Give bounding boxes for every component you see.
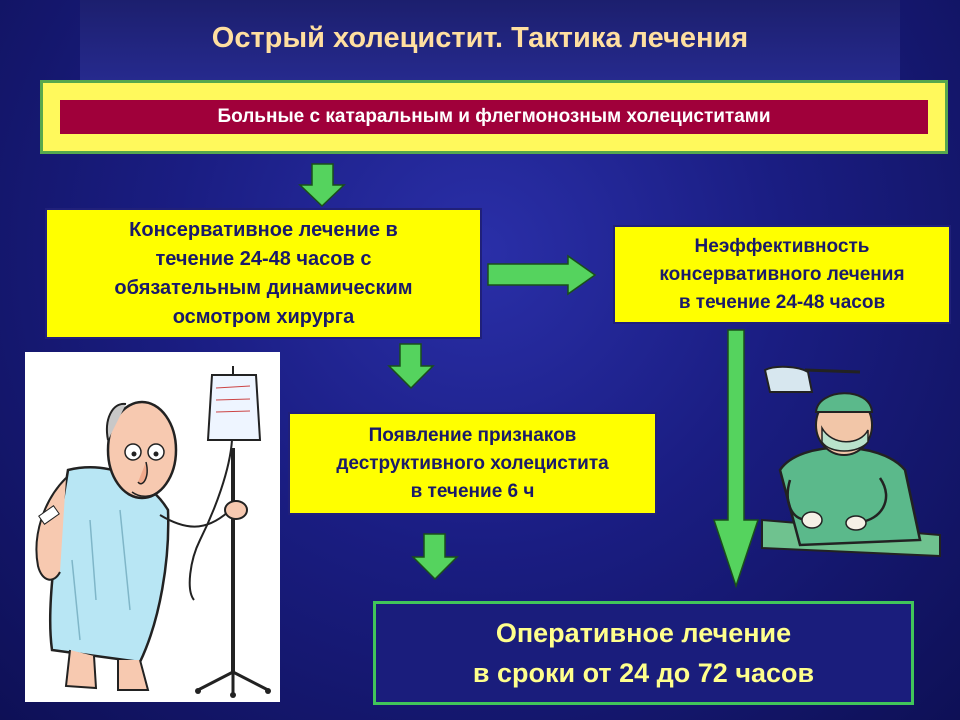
result-line-2: в сроки от 24 до 72 часов bbox=[472, 658, 815, 688]
conservative-line-3: обязательным динамическим bbox=[114, 276, 413, 299]
patient-with-iv-drip-illustration bbox=[25, 352, 280, 702]
destructive-signs-box: Появление признаков деструктивного холец… bbox=[288, 412, 657, 515]
conservative-line-1: Консервативное лечение в bbox=[129, 218, 398, 241]
patients-label: Больные с катаральным и флегмонозным хол… bbox=[58, 98, 930, 136]
arrow-right bbox=[487, 254, 597, 296]
ineffective-line-3: в течение 24-48 часов bbox=[678, 291, 886, 313]
title-band bbox=[80, 0, 900, 82]
patients-box: Больные с катаральным и флегмонозным хол… bbox=[40, 80, 948, 154]
ineffective-treatment-box: Неэффективность консервативного лечения … bbox=[613, 225, 951, 324]
arrow-down-2 bbox=[387, 343, 435, 390]
surgical-treatment-box: Оперативное лечение в сроки от 24 до 72 … bbox=[373, 601, 914, 705]
conservative-treatment-box: Консервативное лечение в течение 24-48 ч… bbox=[45, 208, 482, 339]
ineffective-line-1: Неэффективность bbox=[694, 235, 870, 257]
conservative-line-2: течение 24-48 часов с bbox=[155, 247, 372, 270]
destructive-line-3: в течение 6 ч bbox=[410, 480, 535, 502]
result-line-1: Оперативное лечение bbox=[495, 618, 792, 648]
arrow-down-long bbox=[712, 329, 760, 589]
conservative-line-4: осмотром хирурга bbox=[172, 305, 355, 328]
arrow-down-1 bbox=[298, 163, 346, 208]
ineffective-line-2: консервативного лечения bbox=[659, 263, 905, 285]
arrow-down-3 bbox=[411, 533, 459, 581]
slide-title: Острый холецистит. Тактика лечения bbox=[211, 22, 749, 54]
surgeon-operating-illustration bbox=[761, 365, 941, 558]
destructive-line-2: деструктивного холецистита bbox=[336, 452, 609, 474]
destructive-line-1: Появление признаков bbox=[368, 424, 577, 446]
